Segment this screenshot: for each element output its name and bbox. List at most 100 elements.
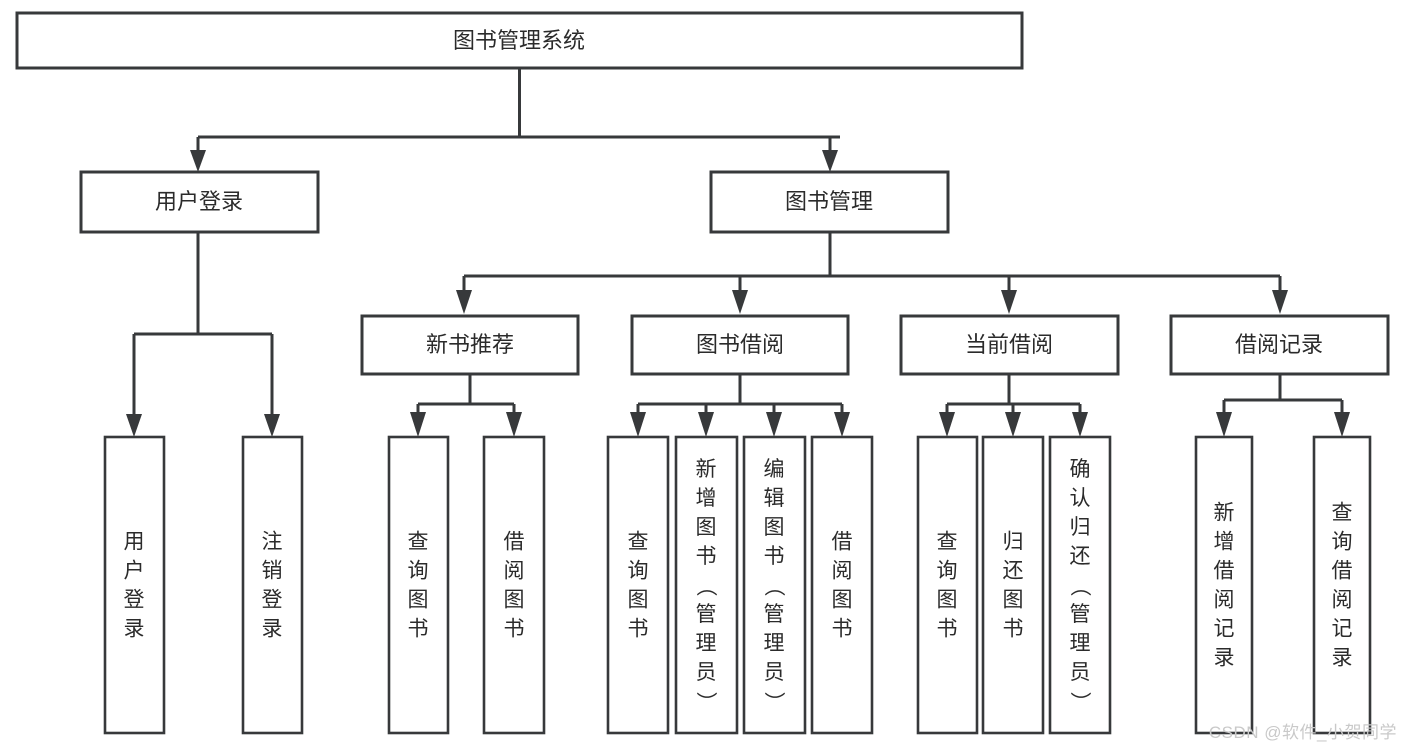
arrow-new-book-recommend [456,290,472,314]
svg-text:录: 录 [124,618,145,641]
svg-text:阅: 阅 [1214,589,1235,612]
svg-text:图: 图 [696,516,717,539]
node-book-management[interactable]: 图书管理 [709,170,950,234]
svg-text:（: （ [694,576,717,597]
svg-text:管: 管 [696,603,717,626]
arrow-borrow-records [1272,290,1288,314]
svg-text:登: 登 [262,589,283,612]
node-root-box[interactable] [15,11,1024,70]
svg-text:书: 书 [832,618,853,641]
node-borrow-records-box[interactable] [1169,314,1390,376]
svg-text:（: （ [1068,576,1091,597]
leaf-current-borrow-2-box[interactable] [981,435,1045,735]
node-current-borrow[interactable]: 当前借阅 [899,314,1120,376]
node-new-book-recommend-box[interactable] [360,314,580,376]
svg-text:询: 询 [628,560,649,583]
svg-text:查: 查 [408,531,429,554]
leaf-book-borrow-1-box[interactable] [606,435,670,735]
svg-text:询: 询 [1332,531,1353,554]
svg-text:图: 图 [832,589,853,612]
svg-text:管: 管 [1070,603,1091,626]
arrow-user-login-leaf-2 [264,414,280,437]
svg-text:查: 查 [628,531,649,554]
svg-text:查: 查 [1332,502,1353,525]
svg-text:查: 查 [937,531,958,554]
node-book-borrow[interactable]: 图书借阅 [630,314,850,376]
svg-text:图: 图 [937,589,958,612]
arrow-new-book-leaf-2 [506,412,522,437]
svg-text:书: 书 [408,618,429,641]
svg-text:归: 归 [1003,531,1024,554]
leaf-user-login-2-box[interactable] [241,435,304,735]
csdn-watermark: CSDN @软件_小贺同学 [1208,723,1397,742]
leaf-book-borrow-4-box[interactable] [810,435,874,735]
node-book-borrow-box[interactable] [630,314,850,376]
leaf-book-borrow-2-box[interactable] [674,435,739,735]
svg-text:书: 书 [628,618,649,641]
svg-text:借: 借 [832,531,853,554]
leaf-new-book-1-box[interactable] [387,435,450,735]
arrow-book-borrow [732,290,748,314]
svg-text:记: 记 [1214,618,1235,641]
svg-text:图: 图 [764,516,785,539]
leaf-user-login-1-box[interactable] [103,435,166,735]
node-root-label: 图书管理系统 [453,28,585,53]
svg-text:图: 图 [1003,589,1024,612]
svg-text:记: 记 [1332,618,1353,641]
svg-text:新: 新 [696,458,717,481]
arrow-current-borrow [1001,290,1017,314]
node-current-borrow-box[interactable] [899,314,1120,376]
leaf-new-book-2-box[interactable] [482,435,546,735]
svg-text:借: 借 [1332,560,1353,583]
leaf-current-borrow-1-box[interactable] [916,435,979,735]
node-user-login-box[interactable] [79,170,320,234]
arrow-current-borrow-leaf-2 [1005,412,1021,437]
node-book-management-box[interactable] [709,170,950,234]
svg-text:录: 录 [262,618,283,641]
leaf-user-login-1[interactable]: 用户登录 [103,435,166,735]
svg-text:还: 还 [1003,560,1024,583]
svg-text:确: 确 [1070,458,1091,481]
node-borrow-records[interactable]: 借阅记录 [1169,314,1390,376]
svg-text:阅: 阅 [832,560,853,583]
node-user-login[interactable]: 用户登录 [79,170,320,234]
node-user-login-label: 用户登录 [155,189,243,214]
svg-text:销: 销 [262,560,283,583]
svg-text:增: 增 [1214,531,1235,554]
svg-text:录: 录 [1214,647,1235,670]
leaf-book-borrow-3-box[interactable] [742,435,807,735]
svg-text:借: 借 [504,531,525,554]
node-book-management-label: 图书管理 [785,189,873,214]
node-root-system[interactable]: 图书管理系统 [15,11,1024,70]
svg-text:录: 录 [1332,647,1353,670]
svg-text:书: 书 [696,545,717,568]
leaf-borrow-records-2-box[interactable] [1312,435,1372,735]
svg-text:）: ） [762,692,785,713]
leaf-borrow-records-1-box[interactable] [1194,435,1254,735]
leaf-current-borrow-3-box[interactable] [1048,435,1112,735]
svg-text:图: 图 [504,589,525,612]
arrow-user-login [190,150,206,172]
arrow-user-login-leaf-1 [126,414,142,437]
node-new-book-recommend[interactable]: 新书推荐 [360,314,580,376]
